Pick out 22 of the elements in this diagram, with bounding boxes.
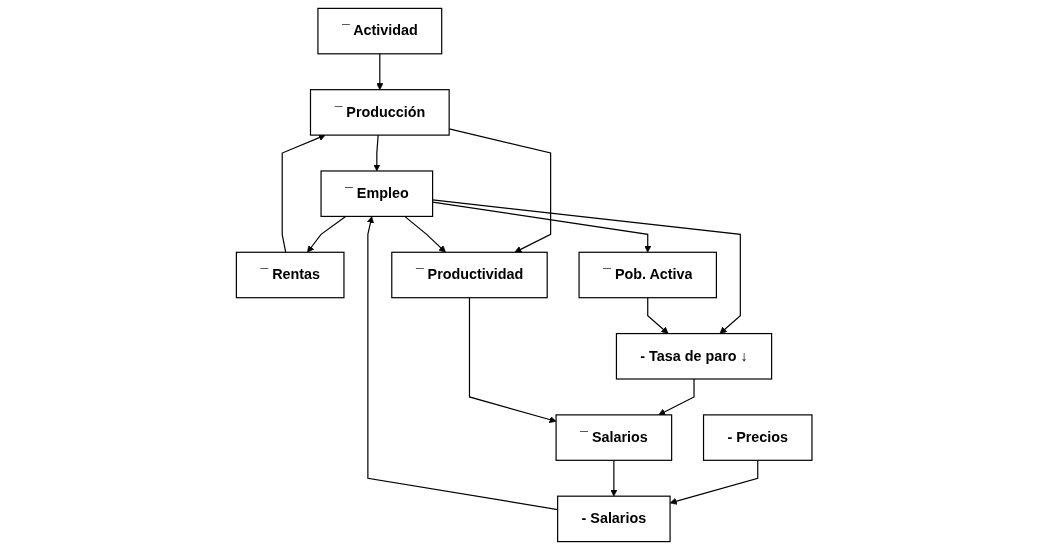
arrow	[469, 297, 557, 423]
node-box: ¯ Pob. Activa	[578, 251, 718, 299]
arrow	[610, 459, 618, 497]
arrow	[647, 297, 669, 334]
arrow	[281, 134, 326, 253]
arrow	[658, 378, 695, 416]
node-box: ¯ Producción	[310, 89, 451, 136]
node-box: ¯ Productividad	[391, 251, 549, 299]
arrow	[376, 53, 384, 90]
node-box: ¯ Empleo	[320, 170, 434, 217]
node-box: ¯ Actividad	[317, 7, 443, 55]
arrow	[670, 459, 759, 505]
arrow	[404, 215, 447, 253]
node-box: - Salarios	[557, 495, 671, 543]
arrow	[307, 215, 347, 253]
arrow	[373, 134, 381, 172]
arrow	[432, 199, 742, 334]
node-box: ¯ Rentas	[236, 251, 345, 299]
node-box: ¯ Salarios	[555, 414, 673, 461]
node-box: - Precios	[703, 414, 813, 461]
node-box: - Tasa de paro ↓	[616, 332, 773, 380]
arrow	[432, 201, 652, 253]
